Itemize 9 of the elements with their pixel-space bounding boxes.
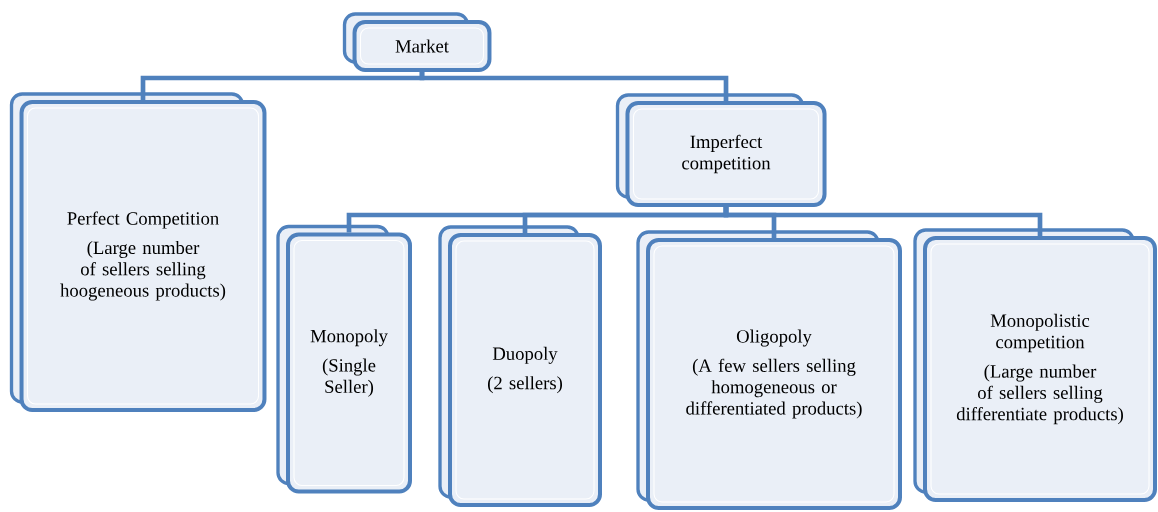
connector [419, 72, 729, 101]
box: Duopoly (2 sellers) [438, 225, 602, 507]
box: Perfect Competition (Large number of sellers selling hoogeneous products) [9, 92, 267, 412]
box: Oligopoly (A few sellers selling homogeneous or differentiated products) [636, 230, 902, 510]
connector [723, 207, 1043, 236]
box: Market [342, 12, 492, 72]
box: Imperfect competition [615, 93, 827, 207]
box: Monopoly (Single Seller) [276, 224, 412, 494]
box: Monopolistic competition (Large number of sellers selling differentiate products) [913, 228, 1157, 502]
